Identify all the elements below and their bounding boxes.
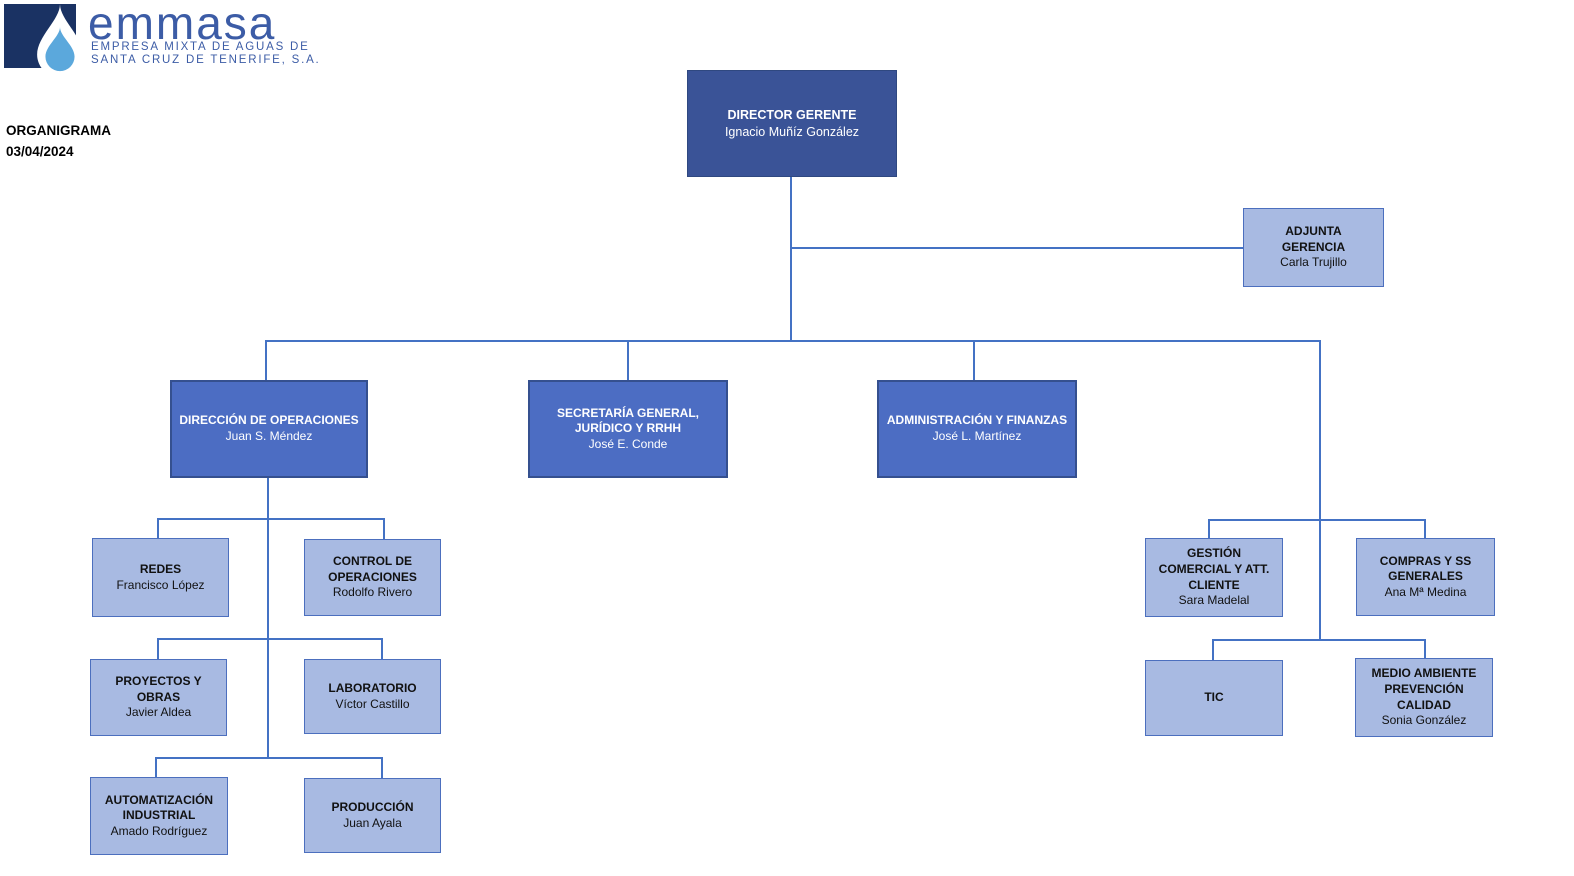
connector-drop-laboratorio (381, 639, 383, 659)
connector-drop-produccion (381, 758, 383, 778)
org-node-direccion-operaciones: DIRECCIÓN DE OPERACIONES Juan S. Méndez (170, 380, 368, 478)
node-title: DIRECCIÓN DE OPERACIONES (179, 413, 359, 428)
org-node-proyectos-obras: PROYECTOS Y OBRAS Javier Aldea (90, 659, 227, 736)
connector-right-trunk (1319, 341, 1321, 641)
page-date: 03/04/2024 (6, 144, 74, 159)
connector-drop-redes (157, 519, 159, 538)
node-title: REDES (139, 561, 182, 576)
connector-drop-secretaria (627, 341, 629, 380)
node-title: COMPRAS Y SS GENERALES (1379, 553, 1472, 584)
org-node-redes: REDES Francisco López (92, 538, 229, 617)
connector-left-row2 (157, 638, 383, 640)
org-node-tic: TIC (1145, 660, 1283, 736)
connector-drop-control (383, 519, 385, 539)
node-person: José E. Conde (588, 436, 668, 451)
node-person: Víctor Castillo (335, 696, 410, 711)
node-title: PROYECTOS Y OBRAS (115, 674, 202, 704)
node-title: GESTIÓN COMERCIAL Y ATT. CLIENTE (1158, 546, 1270, 592)
connector-to-adjunta (791, 247, 1243, 249)
org-node-administracion-finanzas: ADMINISTRACIÓN Y FINANZAS José L. Martín… (877, 380, 1077, 478)
connector-right-row1 (1208, 519, 1426, 521)
node-person: Javier Aldea (125, 705, 192, 720)
node-title: AUTOMATIZACIÓN INDUSTRIAL (104, 792, 214, 823)
company-logo (4, 4, 83, 78)
node-title: ADJUNTA GERENCIA (1281, 224, 1346, 254)
connector-main-horizontal (265, 340, 1321, 342)
connector-drop-compras (1424, 520, 1426, 538)
org-node-secretaria-general: SECRETARÍA GENERAL, JURÍDICO Y RRHH José… (528, 380, 728, 478)
node-title: ADMINISTRACIÓN Y FINANZAS (886, 413, 1068, 428)
org-node-medio-ambiente: MEDIO AMBIENTE PREVENCIÓN CALIDAD Sonia … (1355, 658, 1493, 737)
page-title: ORGANIGRAMA (6, 123, 111, 138)
org-node-compras-ss-generales: COMPRAS Y SS GENERALES Ana Mª Medina (1356, 538, 1495, 616)
node-person: Carla Trujillo (1280, 255, 1347, 270)
connector-drop-gestion (1208, 520, 1210, 538)
node-title: MEDIO AMBIENTE PREVENCIÓN CALIDAD (1371, 666, 1477, 712)
org-node-control-operaciones: CONTROL DE OPERACIONES Rodolfo Rivero (304, 539, 441, 616)
node-title: DIRECTOR GERENTE (727, 108, 857, 123)
org-node-director-gerente: DIRECTOR GERENTE Ignacio Muñíz González (687, 70, 897, 177)
node-title: LABORATORIO (328, 680, 417, 695)
node-person: José L. Martínez (932, 429, 1022, 443)
node-person: Francisco López (116, 577, 205, 592)
node-person: Ana Mª Medina (1384, 584, 1467, 599)
connector-director-down (790, 177, 792, 341)
node-title: CONTROL DE OPERACIONES (328, 554, 417, 584)
node-person: Rodolfo Rivero (332, 585, 413, 600)
brand-subtitle-line1: EMPRESA MIXTA DE AGUAS DE (91, 41, 310, 53)
node-person: Sara Madelal (1178, 593, 1250, 608)
node-person: Juan Ayala (343, 815, 402, 830)
node-title: PRODUCCIÓN (331, 799, 414, 814)
water-drop-icon (37, 4, 83, 78)
connector-drop-medioambiente (1424, 640, 1426, 658)
connector-drop-tic (1212, 640, 1214, 660)
brand-subtitle-line2: SANTA CRUZ DE TENERIFE, S.A. (91, 54, 321, 66)
connector-drop-administracion (973, 341, 975, 380)
org-node-adjunta-gerencia: ADJUNTA GERENCIA Carla Trujillo (1243, 208, 1384, 287)
connector-left-row3 (155, 757, 383, 759)
connector-left-row1 (157, 518, 385, 520)
org-node-laboratorio: LABORATORIO Víctor Castillo (304, 659, 441, 734)
node-person: Sonia González (1381, 713, 1467, 728)
node-title: TIC (1204, 690, 1224, 705)
connector-drop-operaciones (265, 341, 267, 380)
org-node-automatizacion-industrial: AUTOMATIZACIÓN INDUSTRIAL Amado Rodrígue… (90, 777, 228, 855)
org-node-gestion-comercial: GESTIÓN COMERCIAL Y ATT. CLIENTE Sara Ma… (1145, 538, 1283, 617)
node-person: Amado Rodríguez (110, 823, 208, 838)
connector-right-row2 (1212, 639, 1426, 641)
connector-drop-proyectos (157, 639, 159, 659)
node-person: Juan S. Méndez (225, 429, 313, 443)
org-node-produccion: PRODUCCIÓN Juan Ayala (304, 778, 441, 853)
node-person: Ignacio Muñíz González (724, 124, 860, 139)
brand-wordmark: emmasa (88, 0, 277, 49)
node-title: SECRETARÍA GENERAL, JURÍDICO Y RRHH (556, 405, 699, 436)
connector-left-trunk (267, 478, 269, 759)
connector-drop-automatizacion (155, 758, 157, 777)
